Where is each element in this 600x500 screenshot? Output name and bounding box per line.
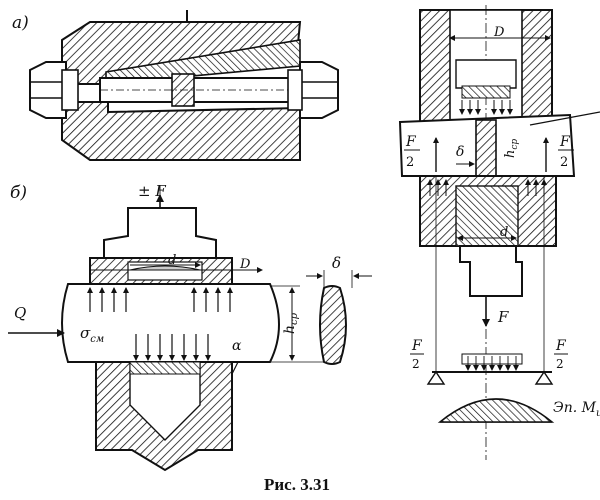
dim-d: d [168,253,176,268]
right-nut [299,61,339,119]
F2-left-num: F [405,134,417,150]
svg-text:F: F [555,338,567,354]
lower-part [61,101,301,161]
h-right: hср [503,139,520,158]
alpha-label: α [232,338,242,354]
delta-label: δ [332,254,341,272]
cotter-section [319,285,347,365]
h-label: hср [282,312,300,334]
Q-label: Q [14,304,26,322]
svg-text:F: F [411,338,423,354]
moment-diagram [437,398,555,423]
F2-right-num: F [559,134,571,150]
delta-right: δ [456,144,464,160]
panel-a-joint: а) [12,10,339,161]
svg-text:2: 2 [556,357,564,371]
panel-a-label: а) [12,13,29,33]
panel-b-joint: б) ± F d D [8,182,372,472]
svg-text:2: 2 [412,357,420,371]
panel-right-joint: D F 2 F 2 δ hср [398,5,600,460]
force-label: ± F [138,182,166,200]
panel-b-label: б) [10,183,27,203]
F-right: F [497,308,509,326]
cotter [61,283,280,363]
dim-D-right: D [493,25,505,40]
figure-caption: Рис. 3.31 [264,475,330,494]
sigma-label: σсм [80,324,104,345]
dim-d-right: d [500,225,508,240]
F2-right-den: 2 [560,155,568,170]
rod-head [103,207,217,259]
left-nut [29,61,67,119]
moment-label: Эп. Mu [553,400,600,419]
F2-left-den: 2 [406,155,414,170]
dim-D: D [239,257,251,272]
